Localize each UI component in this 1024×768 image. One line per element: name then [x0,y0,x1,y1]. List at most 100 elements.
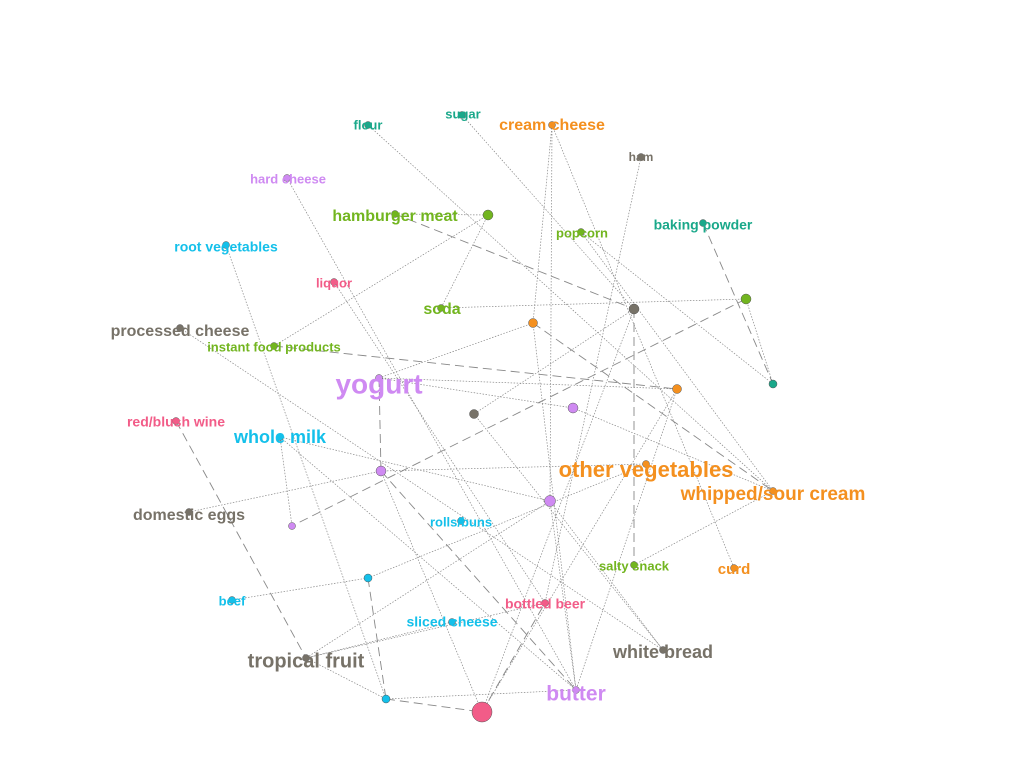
label-hard-cheese: hard cheese [250,171,326,186]
label-beef: beef [219,593,246,608]
edge-flour-whipped-cream [367,124,774,492]
edge-h3-h14 [481,308,635,713]
label-whipped-cream: whipped/sour cream [680,484,866,505]
item-node-cream-cheese[interactable] [548,121,556,129]
edge-h4-whipped-cream [532,322,774,492]
edge-h4-yogurt [378,322,534,379]
rule-node-h13[interactable] [381,694,391,704]
rule-node-h14[interactable] [471,701,493,723]
item-node-whole-milk[interactable] [276,433,284,441]
edge-processed-cheese-white-bread [179,327,664,651]
item-node-domestic-eggs[interactable] [185,508,193,516]
item-node-liquor[interactable] [330,278,338,286]
label-root-vegetables: root vegetables [174,239,278,255]
edge-popcorn-h5 [580,231,774,385]
edge-h6-butter [575,388,678,691]
edge-tropical-fruit-bottled-beer [305,602,546,659]
item-node-whipped-cream[interactable] [769,487,777,495]
item-node-processed-cheese[interactable] [176,324,184,332]
edge-sliced-cheese-tropical-fruit [305,621,453,659]
rule-node-h11[interactable] [288,522,296,530]
item-node-root-vegetables[interactable] [222,241,230,249]
item-node-salty-snack[interactable] [630,561,638,569]
item-node-yogurt[interactable] [375,374,383,382]
item-node-tropical-fruit[interactable] [302,654,310,662]
item-node-curd[interactable] [730,564,738,572]
rule-node-h8[interactable] [469,409,479,419]
rule-node-h3[interactable] [628,303,640,315]
rule-node-h7[interactable] [567,402,579,414]
rule-node-h2[interactable] [740,293,752,305]
edge-salty-snack-whipped-cream [633,490,774,566]
edge-ham-bottled-beer [544,156,642,604]
rule-node-h1[interactable] [482,209,494,221]
edge-root-vegetables-h13 [225,244,387,700]
edge-h14-bottled-beer [481,602,546,713]
item-node-sliced-cheese[interactable] [448,618,456,626]
edge-h10-white-bread [549,500,664,651]
item-node-beef[interactable] [228,596,236,604]
edge-baking-powder-h5 [702,222,774,385]
edge-h12-other-vegetables [367,463,647,579]
item-node-soda[interactable] [437,304,445,312]
item-node-bottled-beer[interactable] [541,599,549,607]
label-red-wine: red/blush wine [127,414,225,430]
label-flour: flour [354,117,383,132]
label-sugar: sugar [445,106,480,121]
edge-layer [175,114,774,713]
item-node-popcorn[interactable] [577,228,585,236]
label-ham: ham [629,150,654,164]
item-node-baking-powder[interactable] [699,219,707,227]
rule-node-h9[interactable] [375,465,387,477]
edge-h8-white-bread [473,413,664,651]
edge-h1-instant-food [273,214,489,347]
item-node-white-bread[interactable] [659,646,667,654]
rule-node-h5[interactable] [768,379,778,389]
rule-node-h10[interactable] [544,495,556,507]
label-rolls-buns: rolls/buns [430,514,492,529]
edge-h3-h8 [473,308,635,415]
label-bottled-beer: bottled beer [505,596,586,612]
rule-node-h12[interactable] [363,573,373,583]
label-instant-food: instant food products [207,339,341,354]
item-node-flour[interactable] [364,121,372,129]
edge-h6-yogurt [378,377,678,390]
edge-h9-h14 [380,470,483,713]
edge-h9-other-vegetables [380,463,647,472]
item-node-red-wine[interactable] [172,417,180,425]
edge-whole-milk-h11 [279,436,293,527]
edge-h9-butter [380,470,577,691]
item-node-sugar[interactable] [458,111,466,119]
edge-h12-h13 [367,577,387,700]
item-node-instant-food[interactable] [270,342,278,350]
item-node-other-vegetables[interactable] [642,460,650,468]
rule-node-h4[interactable] [528,318,538,328]
label-popcorn: popcorn [556,225,608,240]
edge-sugar-h3 [461,114,635,310]
edge-h13-h14 [385,698,483,713]
item-node-hamburger-meat[interactable] [391,210,399,218]
label-butter: butter [546,683,606,706]
item-node-rolls-buns[interactable] [457,517,465,525]
edge-hard-cheese-butter [286,177,577,691]
edge-h2-h5 [745,298,774,385]
edge-red-wine-tropical-fruit [175,420,307,659]
label-salty-snack: salty snack [599,558,670,573]
rule-node-h6[interactable] [672,384,682,394]
edge-h9-domestic-eggs [188,470,382,513]
edge-cream-cheese-curd [551,124,735,569]
edge-hamburger-meat-h3 [394,213,635,310]
label-whole-milk: whole milk [233,427,327,447]
label-curd: curd [718,561,751,578]
item-node-ham[interactable] [637,153,645,161]
label-cream-cheese: cream cheese [499,117,605,134]
item-node-butter[interactable] [572,686,580,694]
label-layer: flour sugar cream cheese ham hard cheese hamb… [111,106,866,705]
edge-h12-beef [231,577,369,601]
edge-hamburger-meat-h1 [394,213,489,216]
item-node-hard-cheese[interactable] [283,174,291,182]
label-white-bread: white bread [612,642,713,662]
label-sliced-cheese: sliced cheese [406,614,497,630]
label-hamburger-meat: hamburger meat [332,208,458,225]
